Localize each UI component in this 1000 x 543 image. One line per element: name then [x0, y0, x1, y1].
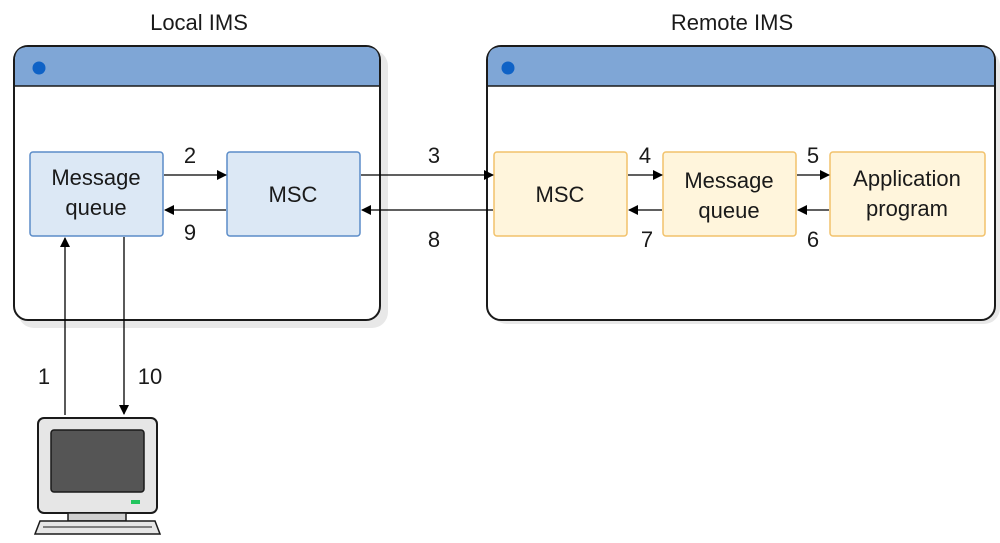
local-queue-label-1: Message [51, 165, 140, 190]
step-label-1: 1 [38, 364, 50, 389]
remote-msc-label: MSC [536, 182, 585, 207]
app-label-1: Application [853, 166, 961, 191]
local-msc-box: MSC [226, 151, 361, 237]
application-program-box: Application program [829, 151, 986, 237]
local-window-titlebar [15, 47, 379, 86]
local-ims-title: Local IMS [150, 10, 248, 35]
step-label-9: 9 [184, 220, 196, 245]
step-label-3: 3 [428, 143, 440, 168]
step-label-10: 10 [138, 364, 162, 389]
remote-queue-label-1: Message [684, 168, 773, 193]
remote-message-queue-box: Message queue [662, 151, 797, 237]
app-label-2: program [866, 196, 948, 221]
step-label-7: 7 [641, 227, 653, 252]
step-label-8: 8 [428, 227, 440, 252]
local-queue-label-2: queue [65, 195, 126, 220]
remote-window-dot-icon [501, 61, 515, 75]
remote-ims-title: Remote IMS [671, 10, 793, 35]
step-label-2: 2 [184, 143, 196, 168]
step-label-4: 4 [639, 143, 651, 168]
step-label-6: 6 [807, 227, 819, 252]
local-msc-label: MSC [269, 182, 318, 207]
remote-msc-box: MSC [493, 151, 628, 237]
local-message-queue-box: Message queue [29, 151, 164, 237]
terminal-monitor-icon [33, 417, 162, 535]
remote-queue-label-2: queue [698, 198, 759, 223]
local-ims-window [13, 45, 388, 328]
step-label-5: 5 [807, 143, 819, 168]
local-window-dot-icon [32, 61, 46, 75]
remote-window-titlebar [488, 47, 994, 86]
